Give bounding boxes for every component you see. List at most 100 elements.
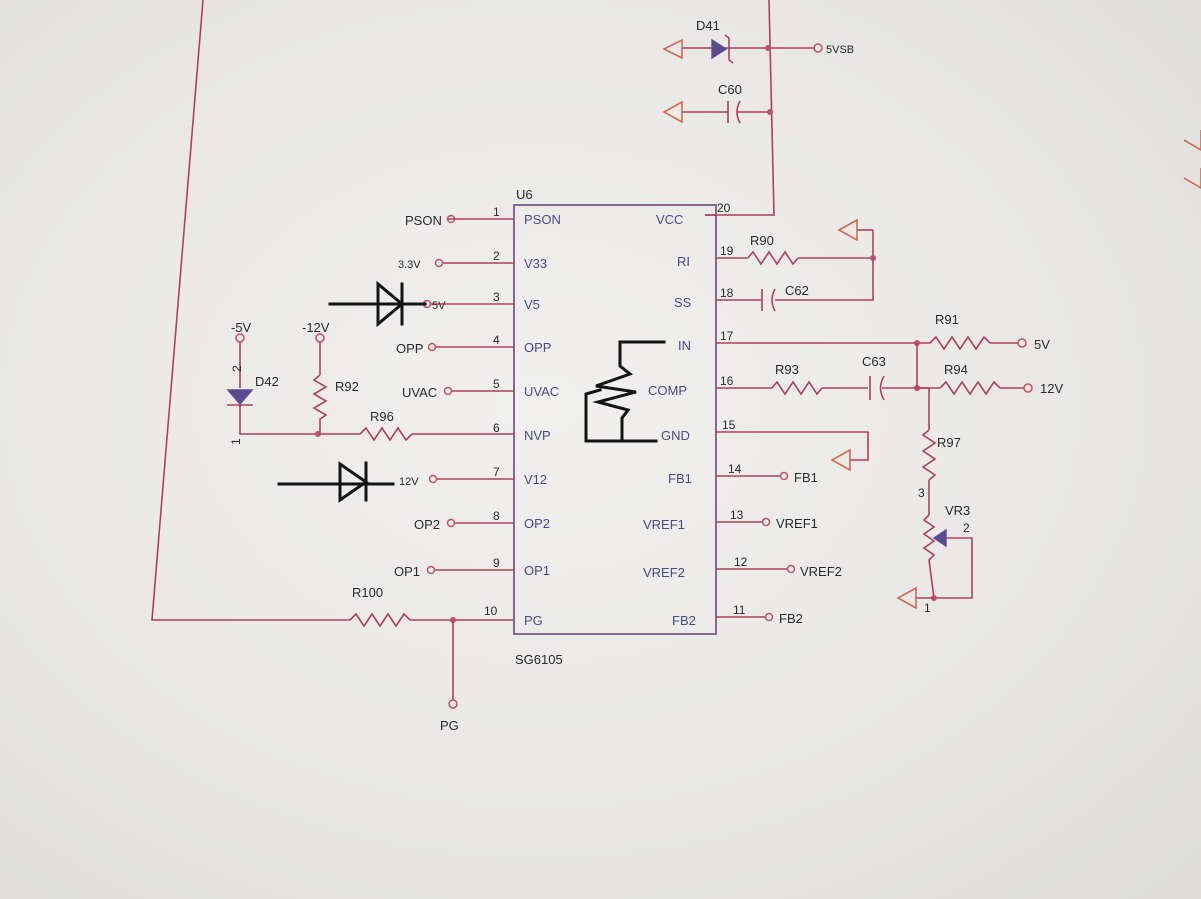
right-pin-group: [705, 214, 930, 622]
rc-ground-symbol: [837, 218, 858, 242]
pin16-number: 16: [720, 374, 734, 388]
d42-pin1: 1: [229, 438, 243, 445]
vcc-junction-top: [765, 45, 771, 51]
d41-diode: [711, 34, 734, 64]
d41-label: D41: [696, 18, 720, 33]
pin20-number: 20: [717, 201, 731, 215]
u6-ic-body: [513, 204, 717, 635]
pin14-name: FB1: [668, 471, 692, 486]
r94-label: R94: [944, 362, 968, 377]
neg5v-label: -5V: [231, 320, 252, 335]
pin8-net: OP2: [414, 517, 440, 532]
pin3-number: 3: [493, 290, 500, 304]
neg12v-label: -12V: [302, 320, 330, 335]
pin5-number: 5: [493, 377, 500, 391]
vr3-pin3: 3: [918, 486, 925, 500]
pin6-name: NVP: [524, 428, 551, 443]
vr3-label: VR3: [945, 503, 970, 518]
u6-part-number: SG6105: [515, 652, 563, 667]
r96-label: R96: [370, 409, 394, 424]
pin7-net: 12V: [399, 476, 419, 488]
pin2-name: V33: [524, 256, 547, 271]
pin19-name: RI: [677, 254, 690, 269]
c62-capacitor: [761, 288, 776, 312]
r92-resistor: [312, 374, 328, 434]
r91-terminal: [1017, 338, 1027, 348]
pin4-name: OPP: [524, 340, 551, 355]
c60-capacitor: [727, 100, 741, 124]
ink-diode-12v: [277, 461, 395, 503]
vr3-pin2: 2: [963, 521, 970, 535]
pin3-net: 5V: [432, 300, 446, 312]
pin15-name: GND: [661, 428, 690, 443]
pin7-number: 7: [493, 465, 500, 479]
c60-ground-symbol: [662, 100, 683, 124]
r90-junction: [870, 255, 876, 261]
r93-resistor: [771, 380, 823, 396]
r100-label: R100: [352, 585, 383, 600]
d42-label: D42: [255, 374, 279, 389]
pin8-number: 8: [493, 509, 500, 523]
pin2-number: 2: [493, 249, 500, 263]
vr3-pin1: 1: [924, 601, 931, 615]
pin1-number: 1: [493, 205, 500, 219]
vcc-vertical-wire: [705, 0, 775, 216]
pin9-number: 9: [493, 556, 500, 570]
pin11-name: FB2: [672, 613, 696, 628]
neg12v-terminal: [315, 333, 325, 343]
left-pin-group: [422, 214, 514, 575]
pin9-net: OP1: [394, 564, 420, 579]
vr3-wiper-wire: [934, 537, 973, 599]
in-comp-vertical-wire: [916, 343, 930, 430]
pin1-net: PSON: [405, 213, 442, 228]
vcc-junction-c60: [767, 109, 773, 115]
neg5v-terminal: [235, 333, 245, 343]
pin20-name: VCC: [656, 212, 683, 227]
pg-net-label: PG: [440, 718, 459, 733]
pin12-number: 12: [734, 555, 748, 569]
pin6-number: 6: [493, 421, 500, 435]
ink-diode-5v: [328, 280, 427, 328]
r94-terminal: [1023, 383, 1033, 393]
edge-ground-symbol-1: [1183, 130, 1201, 151]
pin5-net: UVAC: [402, 385, 437, 400]
c62-label: C62: [785, 283, 809, 298]
pin9-name: OP1: [524, 563, 550, 578]
d41-ground-symbol: [662, 38, 683, 60]
d42-diode: [226, 389, 254, 406]
r94-net-label: 12V: [1040, 381, 1063, 396]
pin14-net: FB1: [794, 470, 818, 485]
pg-feedback-wire: [151, 0, 350, 621]
pin4-net: OPP: [396, 341, 423, 356]
5vsb-label: 5VSB: [826, 44, 854, 56]
edge-ground-symbol-2: [1183, 168, 1201, 189]
gnd-pin-ground-symbol: [830, 448, 851, 472]
c63-label: C63: [862, 354, 886, 369]
pin8-name: OP2: [524, 516, 550, 531]
pin11-number: 11: [733, 603, 746, 617]
pin13-number: 13: [730, 508, 744, 522]
pin15-number: 15: [722, 418, 736, 432]
r97-label: R97: [937, 435, 961, 450]
pin12-net: VREF2: [800, 564, 842, 579]
r94-resistor: [939, 380, 1001, 396]
pg-terminal: [448, 699, 458, 709]
pin12-name: VREF2: [643, 565, 685, 580]
c60-label: C60: [718, 82, 742, 97]
r97-resistor: [921, 429, 937, 481]
r91-net-label: 5V: [1034, 337, 1050, 352]
u6-designator: U6: [516, 187, 533, 202]
pin5-name: UVAC: [524, 384, 559, 399]
pin2-net: 3.3V: [398, 259, 421, 271]
pin10-name: PG: [524, 613, 543, 628]
r100-resistor: [349, 612, 411, 628]
pin10-number: 10: [484, 604, 498, 618]
r96-resistor: [359, 426, 413, 442]
5vsb-terminal: [813, 43, 823, 53]
pin18-number: 18: [720, 286, 734, 300]
d42-bottom-wire: [239, 405, 360, 435]
r92-label: R92: [335, 379, 359, 394]
pin17-name: IN: [678, 338, 691, 353]
r91-label: R91: [935, 312, 959, 327]
